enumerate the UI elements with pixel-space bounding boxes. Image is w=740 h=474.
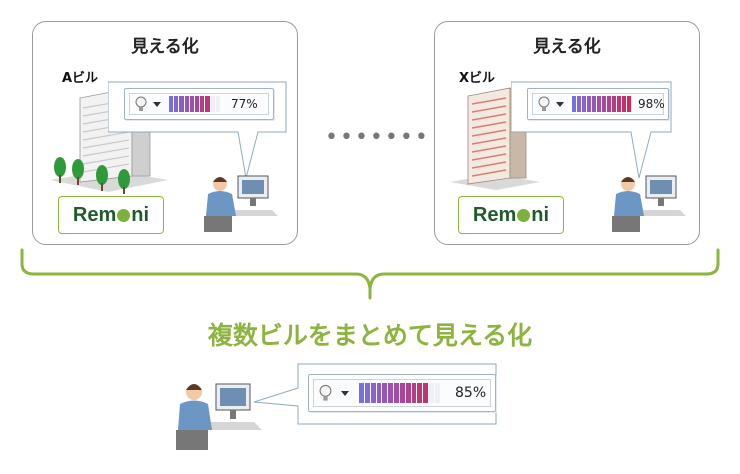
energy-meter-summary: 85% xyxy=(308,374,496,412)
meter-segment xyxy=(382,383,388,403)
meter-segment xyxy=(572,96,576,112)
meter-segment xyxy=(423,383,429,403)
meter-segment xyxy=(205,96,210,112)
meter-segment xyxy=(611,96,616,112)
meter-percent-x: 98% xyxy=(638,97,665,111)
meter-segment xyxy=(429,383,434,403)
lightbulb-icon xyxy=(538,96,550,111)
building-icon xyxy=(50,87,168,192)
meter-segment xyxy=(184,96,189,112)
building-label-x: Xビル xyxy=(459,71,496,86)
meter-segment xyxy=(434,383,440,403)
meter-segment xyxy=(200,96,205,112)
meter-segment xyxy=(596,96,601,112)
meter-segment xyxy=(189,96,194,112)
meter-segment xyxy=(626,96,631,112)
meter-segment xyxy=(606,96,611,112)
meter-segment xyxy=(581,96,586,112)
meter-segment xyxy=(586,96,591,112)
meter-segment xyxy=(411,383,417,403)
meter-segment xyxy=(399,383,405,403)
meter-segment xyxy=(376,383,382,403)
panel-title: 見える化 xyxy=(131,37,199,57)
building-label-a: Aビル xyxy=(62,71,99,86)
meter-segment xyxy=(215,96,220,112)
meter-segment xyxy=(364,383,370,403)
meter-bars-summary xyxy=(359,383,441,403)
energy-meter-a: 77% xyxy=(124,88,274,120)
meter-bars-a xyxy=(169,96,221,112)
lightbulb-icon xyxy=(135,96,147,111)
meter-segment xyxy=(601,96,606,112)
grouping-bracket xyxy=(20,248,720,300)
meter-percent-summary: 85% xyxy=(455,385,487,401)
meter-percent-a: 77% xyxy=(231,97,258,111)
meter-segment xyxy=(174,96,179,112)
ellipsis: ••••••• xyxy=(325,125,430,150)
meter-segment xyxy=(616,96,621,112)
summary-caption: 複数ビルをまとめて見える化 xyxy=(207,321,533,350)
meter-segment xyxy=(359,383,364,403)
meter-segment xyxy=(194,96,200,112)
person-at-computer-icon xyxy=(176,383,262,450)
dropdown-caret-icon xyxy=(341,391,349,396)
person-at-computer-icon xyxy=(204,175,278,232)
meter-segment xyxy=(210,96,215,112)
meter-segment xyxy=(576,96,581,112)
meter-segment xyxy=(591,96,596,112)
meter-segment xyxy=(417,383,423,403)
panel-title: 見える化 xyxy=(533,37,601,57)
energy-meter-x: 98% xyxy=(527,88,669,120)
leaf-icon xyxy=(117,209,131,223)
tree-icon xyxy=(54,157,130,194)
meter-segment xyxy=(388,383,394,403)
meter-segment xyxy=(370,383,376,403)
person-at-computer-icon xyxy=(612,175,686,232)
meter-segment xyxy=(621,96,626,112)
meter-segment xyxy=(405,383,411,403)
meter-segment xyxy=(179,96,184,112)
dropdown-caret-icon xyxy=(153,102,161,107)
meter-segment xyxy=(169,96,174,112)
dropdown-caret-icon xyxy=(556,102,564,107)
leaf-icon xyxy=(517,209,531,223)
meter-segment xyxy=(394,383,399,403)
meter-bars-x xyxy=(572,96,632,112)
lightbulb-icon xyxy=(319,384,332,401)
